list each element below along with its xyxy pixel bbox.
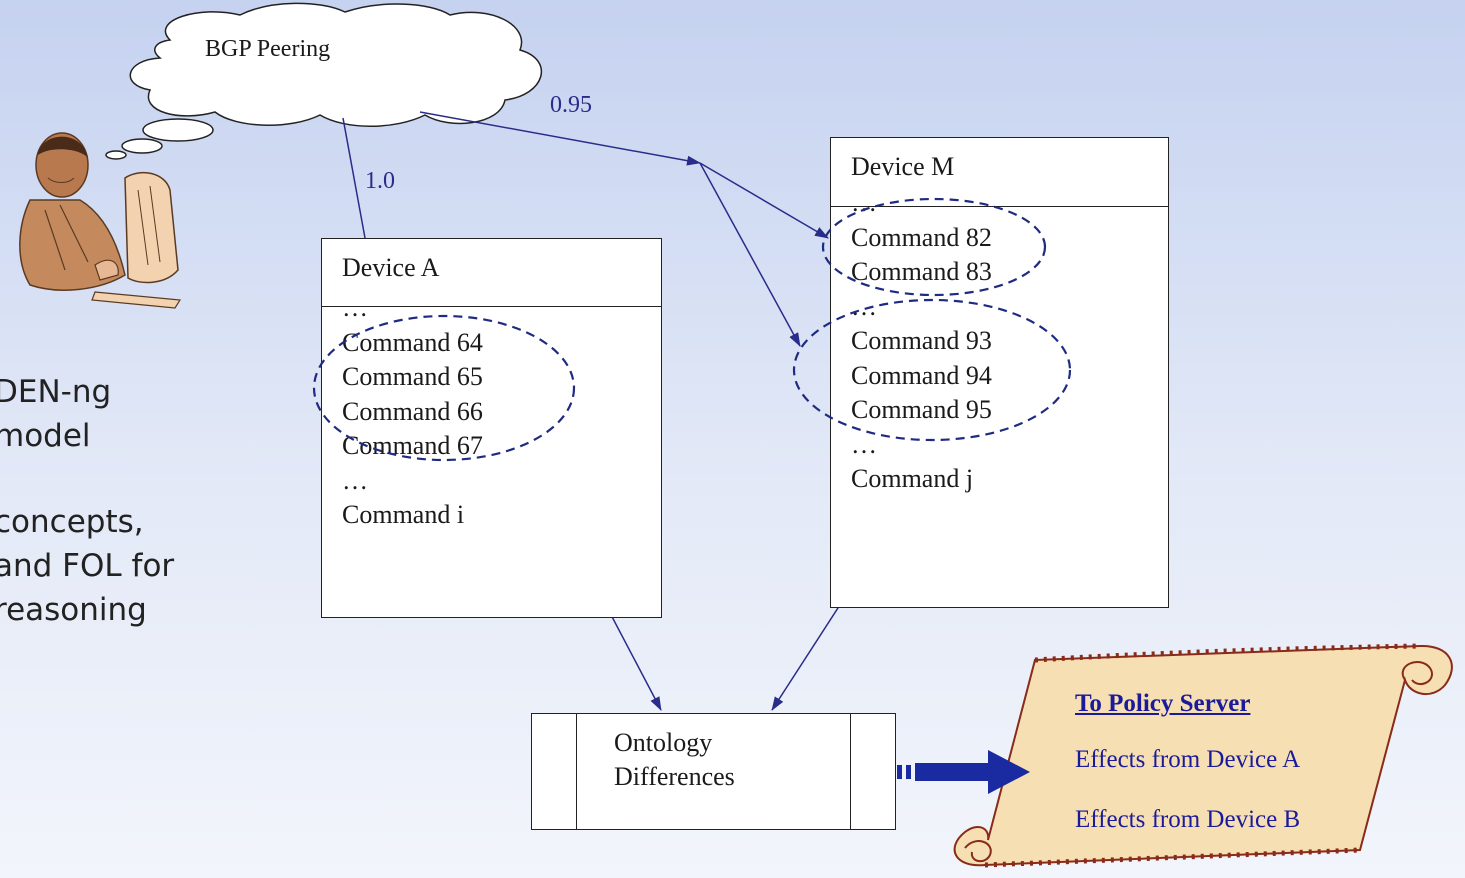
effects-device-a-line: Effects from Device A [1075,746,1301,773]
list-item: … [342,293,368,322]
person-at-computer-icon [19,132,182,309]
device-m-title: Device M [851,152,955,181]
list-item: Command 65 [342,362,483,391]
list-item: Command i [342,500,465,529]
list-item: Command 95 [851,395,992,424]
junction-to-cmd93-arrow [699,162,801,347]
ontology-differences-box: Ontology Differences [531,713,896,830]
policy-server-scroll [953,643,1453,868]
list-item: Command j [851,464,974,493]
device-m-box: Device M … Command 82 Command 83 … Comma… [830,137,1169,608]
weight-label-device-m: 0.95 [550,92,592,118]
bullet-line-1: DEN-ng [0,374,112,410]
bgp-cloud-shape [105,2,542,160]
ontology-label: Ontology Differences [614,726,735,794]
list-item: Command 82 [851,222,992,252]
bullet-line-2: model [0,418,91,454]
ontology-box-right-bar [850,714,851,829]
list-item: Command 66 [342,396,483,426]
list-item: Command 64 [342,327,483,357]
junction-to-cmd82-arrow [699,162,829,239]
weight-label-device-a: 1.0 [365,168,395,194]
list-item: … [851,291,877,321]
list-item: Command 94 [851,360,992,390]
device-m-command-list: … Command 82 Command 83 … Command 93 Com… [851,186,992,497]
device-a-title: Device A [342,253,440,282]
policy-server-title: To Policy Server [1075,690,1251,717]
cloud-to-junction-arrow [419,111,701,166]
bgp-peering-label: BGP Peering [205,36,331,62]
device-a-box: Device A … Command 64 Command 65 Command… [321,238,662,618]
bullet-line-4: and FOL for [0,548,175,584]
list-item: … [851,188,877,217]
device-a-command-list: … Command 64 Command 65 Command 66 Comma… [342,291,483,533]
device-a-separator [322,306,661,307]
bullet-line-3: concepts, [0,504,144,540]
list-item: … [851,429,877,459]
ontology-label-line1: Ontology [614,728,713,757]
ontology-box-left-bar [576,714,577,829]
list-item: Command 67 [342,431,483,460]
list-item: Command 83 [851,257,992,286]
bullet-line-5: reasoning [0,592,147,628]
list-item: Command 93 [851,326,992,355]
ontology-label-line2: Differences [614,762,735,791]
cloud-to-device-a-line [342,117,366,239]
list-item: … [342,465,368,495]
to-policy-server-arrow [897,750,1030,794]
effects-device-b-line: Effects from Device B [1075,806,1301,833]
